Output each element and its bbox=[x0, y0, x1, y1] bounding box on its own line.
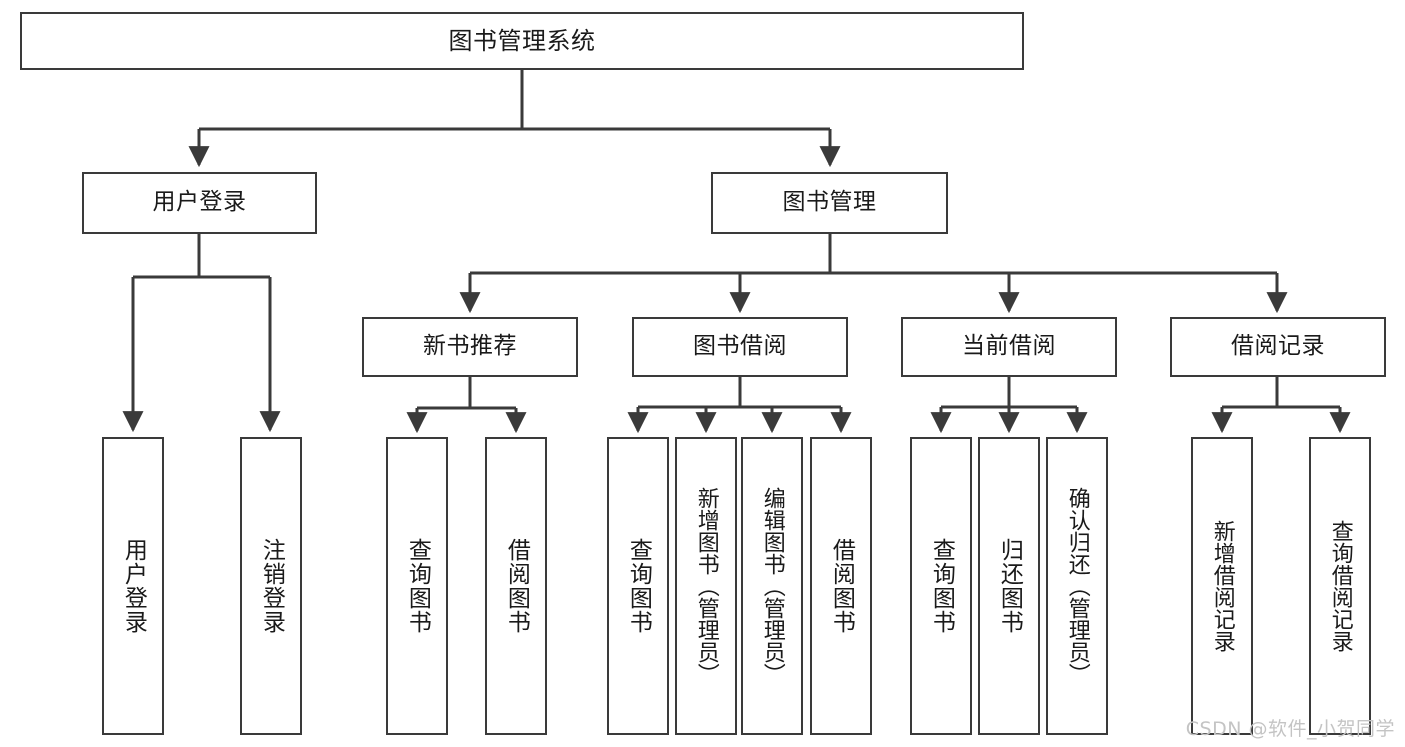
node-leaf-borrow-edit-book-label: 编辑图书（管理员） bbox=[759, 487, 785, 685]
node-user-login[interactable]: 用户登录 bbox=[82, 172, 317, 234]
node-root-system[interactable]: 图书管理系统 bbox=[20, 12, 1024, 70]
node-leaf-record-add[interactable]: 新增借阅记录 bbox=[1191, 437, 1253, 735]
node-leaf-borrow-query-book[interactable]: 查询图书 bbox=[607, 437, 669, 735]
node-leaf-borrow-edit-book[interactable]: 编辑图书（管理员） bbox=[741, 437, 803, 735]
node-leaf-user-login[interactable]: 用户登录 bbox=[102, 437, 164, 735]
node-leaf-current-confirm-return-label: 确认归还（管理员） bbox=[1064, 487, 1090, 685]
node-new-book-recommend[interactable]: 新书推荐 bbox=[362, 317, 578, 377]
node-leaf-borrow-query-book-label: 查询图书 bbox=[625, 538, 652, 634]
node-leaf-current-return-book-label: 归还图书 bbox=[996, 538, 1023, 634]
node-current-borrow[interactable]: 当前借阅 bbox=[901, 317, 1117, 377]
node-borrow-record[interactable]: 借阅记录 bbox=[1170, 317, 1386, 377]
node-leaf-newbook-query-book-label: 查询图书 bbox=[404, 538, 431, 634]
node-leaf-logout-label: 注销登录 bbox=[258, 538, 285, 634]
node-book-management[interactable]: 图书管理 bbox=[711, 172, 948, 234]
node-borrow-record-label: 借阅记录 bbox=[1231, 333, 1325, 360]
node-leaf-newbook-borrow-book-label: 借阅图书 bbox=[503, 538, 530, 634]
node-book-borrow-label: 图书借阅 bbox=[693, 333, 787, 360]
node-new-book-recommend-label: 新书推荐 bbox=[423, 333, 517, 360]
node-book-borrow[interactable]: 图书借阅 bbox=[632, 317, 848, 377]
node-book-management-label: 图书管理 bbox=[782, 189, 877, 216]
node-leaf-newbook-borrow-book[interactable]: 借阅图书 bbox=[485, 437, 547, 735]
node-leaf-record-query[interactable]: 查询借阅记录 bbox=[1309, 437, 1371, 735]
node-leaf-borrow-add-book-label: 新增图书（管理员） bbox=[693, 487, 719, 685]
node-current-borrow-label: 当前借阅 bbox=[962, 333, 1056, 360]
node-root-system-label: 图书管理系统 bbox=[448, 26, 596, 55]
node-leaf-borrow-add-book[interactable]: 新增图书（管理员） bbox=[675, 437, 737, 735]
node-user-login-label: 用户登录 bbox=[152, 189, 247, 216]
node-leaf-current-query-book-label: 查询图书 bbox=[928, 538, 955, 634]
node-leaf-user-login-label: 用户登录 bbox=[120, 538, 147, 634]
node-leaf-current-query-book[interactable]: 查询图书 bbox=[910, 437, 972, 735]
node-leaf-borrow-borrow-book[interactable]: 借阅图书 bbox=[810, 437, 872, 735]
node-leaf-borrow-borrow-book-label: 借阅图书 bbox=[828, 538, 855, 634]
node-leaf-newbook-query-book[interactable]: 查询图书 bbox=[386, 437, 448, 735]
watermark: CSDN @软件_小贺同学 bbox=[1185, 718, 1395, 740]
node-leaf-current-confirm-return[interactable]: 确认归还（管理员） bbox=[1046, 437, 1108, 735]
node-leaf-current-return-book[interactable]: 归还图书 bbox=[978, 437, 1040, 735]
node-leaf-record-query-label: 查询借阅记录 bbox=[1327, 520, 1353, 652]
node-leaf-record-add-label: 新增借阅记录 bbox=[1209, 520, 1235, 652]
node-leaf-logout[interactable]: 注销登录 bbox=[240, 437, 302, 735]
